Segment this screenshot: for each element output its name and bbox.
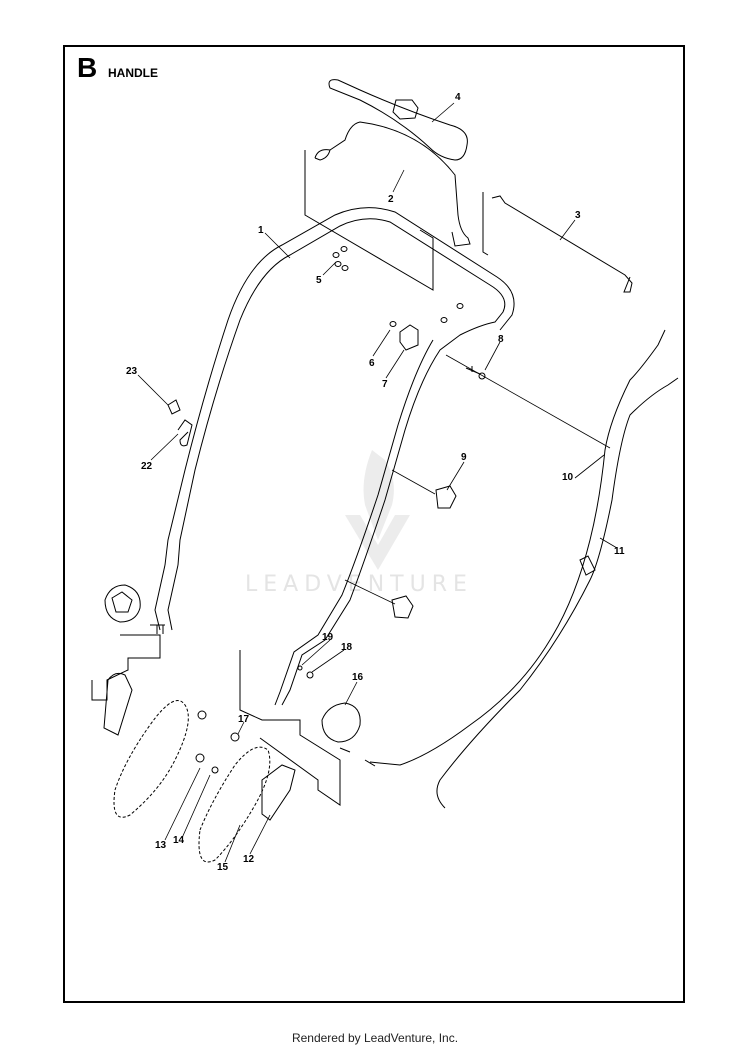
leader-12 <box>249 814 271 855</box>
callout-5: 5 <box>316 275 322 286</box>
bolt-17 <box>230 732 240 742</box>
leader-15 <box>224 824 241 863</box>
main-handle-inner <box>164 207 515 566</box>
callout-22: 22 <box>141 461 153 472</box>
leader-22 <box>150 433 179 461</box>
callout-2: 2 <box>388 194 394 205</box>
leader-9 <box>446 461 465 491</box>
bolt-left <box>197 710 207 720</box>
diagram-frame <box>63 45 685 1003</box>
leader-18 <box>311 649 345 673</box>
leader-5 <box>322 261 337 276</box>
callout-12: 12 <box>243 854 255 865</box>
cable-connector <box>579 555 596 576</box>
leader-14 <box>181 774 211 839</box>
callout-1: 1 <box>258 225 264 236</box>
cable-end <box>339 747 376 767</box>
washer-15 <box>211 766 219 774</box>
left-reference-box <box>91 634 161 701</box>
bail-wire <box>314 121 471 247</box>
cable-11 <box>436 377 679 809</box>
nut-6 <box>389 321 397 327</box>
section-letter: B <box>77 52 98 83</box>
callout-16: 16 <box>352 672 364 683</box>
callout-10: 10 <box>562 472 574 483</box>
knob-16 <box>321 702 361 743</box>
main-handle-right-rail <box>274 339 434 706</box>
cable-clip-lower <box>391 595 414 619</box>
deck-plate-left <box>113 700 189 818</box>
clip-7 <box>399 324 419 351</box>
callout-23: 23 <box>126 366 138 377</box>
section-title: HANDLE <box>108 66 158 80</box>
reference-box-right <box>482 192 489 256</box>
leader-11 <box>599 537 618 549</box>
cable-clip-9 <box>435 485 457 509</box>
callout-8: 8 <box>498 334 504 345</box>
leader-1 <box>264 232 291 259</box>
leader-4 <box>431 102 455 123</box>
callout-14: 14 <box>173 835 185 846</box>
left-foot-bracket <box>150 624 165 634</box>
leader-16 <box>344 681 358 706</box>
callout-15: 15 <box>217 862 229 873</box>
control-rod <box>491 195 633 293</box>
callout-7: 7 <box>382 379 388 390</box>
knob-left <box>104 584 141 623</box>
leader-17 <box>237 721 245 735</box>
grip-latch <box>392 99 419 120</box>
leader-3 <box>559 219 576 241</box>
leader-cable-routing <box>445 354 611 449</box>
nut-5a <box>332 252 340 258</box>
leader-13 <box>164 767 201 841</box>
left-handle-foot <box>154 564 179 631</box>
leader-8 <box>484 341 501 371</box>
leader-6 <box>372 329 391 357</box>
reference-box-top <box>304 150 434 291</box>
leader-clip-lower-routing <box>344 579 396 605</box>
cable-10 <box>369 329 666 766</box>
screw-8-head <box>478 372 486 380</box>
footer-credit: Rendered by LeadVenture, Inc. <box>291 1031 459 1045</box>
nut-18 <box>306 671 314 679</box>
main-handle-outer <box>177 218 506 706</box>
clip-23 <box>167 399 181 415</box>
nut-5b <box>340 246 348 252</box>
leader-7 <box>385 349 405 379</box>
callout-3: 3 <box>575 210 581 221</box>
callout-19: 19 <box>322 632 334 643</box>
callout-6: 6 <box>369 358 375 369</box>
bracket-left <box>103 672 133 736</box>
callout-13: 13 <box>155 840 167 851</box>
callout-4: 4 <box>455 92 461 103</box>
leader-2 <box>392 169 405 193</box>
nut-5c <box>334 261 342 267</box>
nut-upper-2 <box>456 303 464 309</box>
clip-22 <box>177 419 193 447</box>
bracket-12 <box>261 764 296 821</box>
leader-19 <box>301 639 331 666</box>
leader-clip-9-routing <box>391 469 436 495</box>
callout-17: 17 <box>238 714 250 725</box>
nut-5d <box>341 265 349 271</box>
leader-10 <box>574 454 605 479</box>
watermark-logo-icon <box>363 450 394 540</box>
deck-plate-right <box>198 746 271 863</box>
watermark-chevron-icon <box>345 515 410 570</box>
bail-wire-hook <box>314 149 331 161</box>
leader-23 <box>137 374 169 406</box>
washer-19 <box>297 665 303 671</box>
washer-14 <box>195 753 205 763</box>
knob-left-inner <box>111 591 133 613</box>
callout-18: 18 <box>341 642 353 653</box>
callout-9: 9 <box>461 452 467 463</box>
callout-11: 11 <box>614 546 625 557</box>
upper-grip <box>328 79 468 161</box>
nut-upper <box>440 317 448 323</box>
right-reference-box <box>239 650 341 806</box>
